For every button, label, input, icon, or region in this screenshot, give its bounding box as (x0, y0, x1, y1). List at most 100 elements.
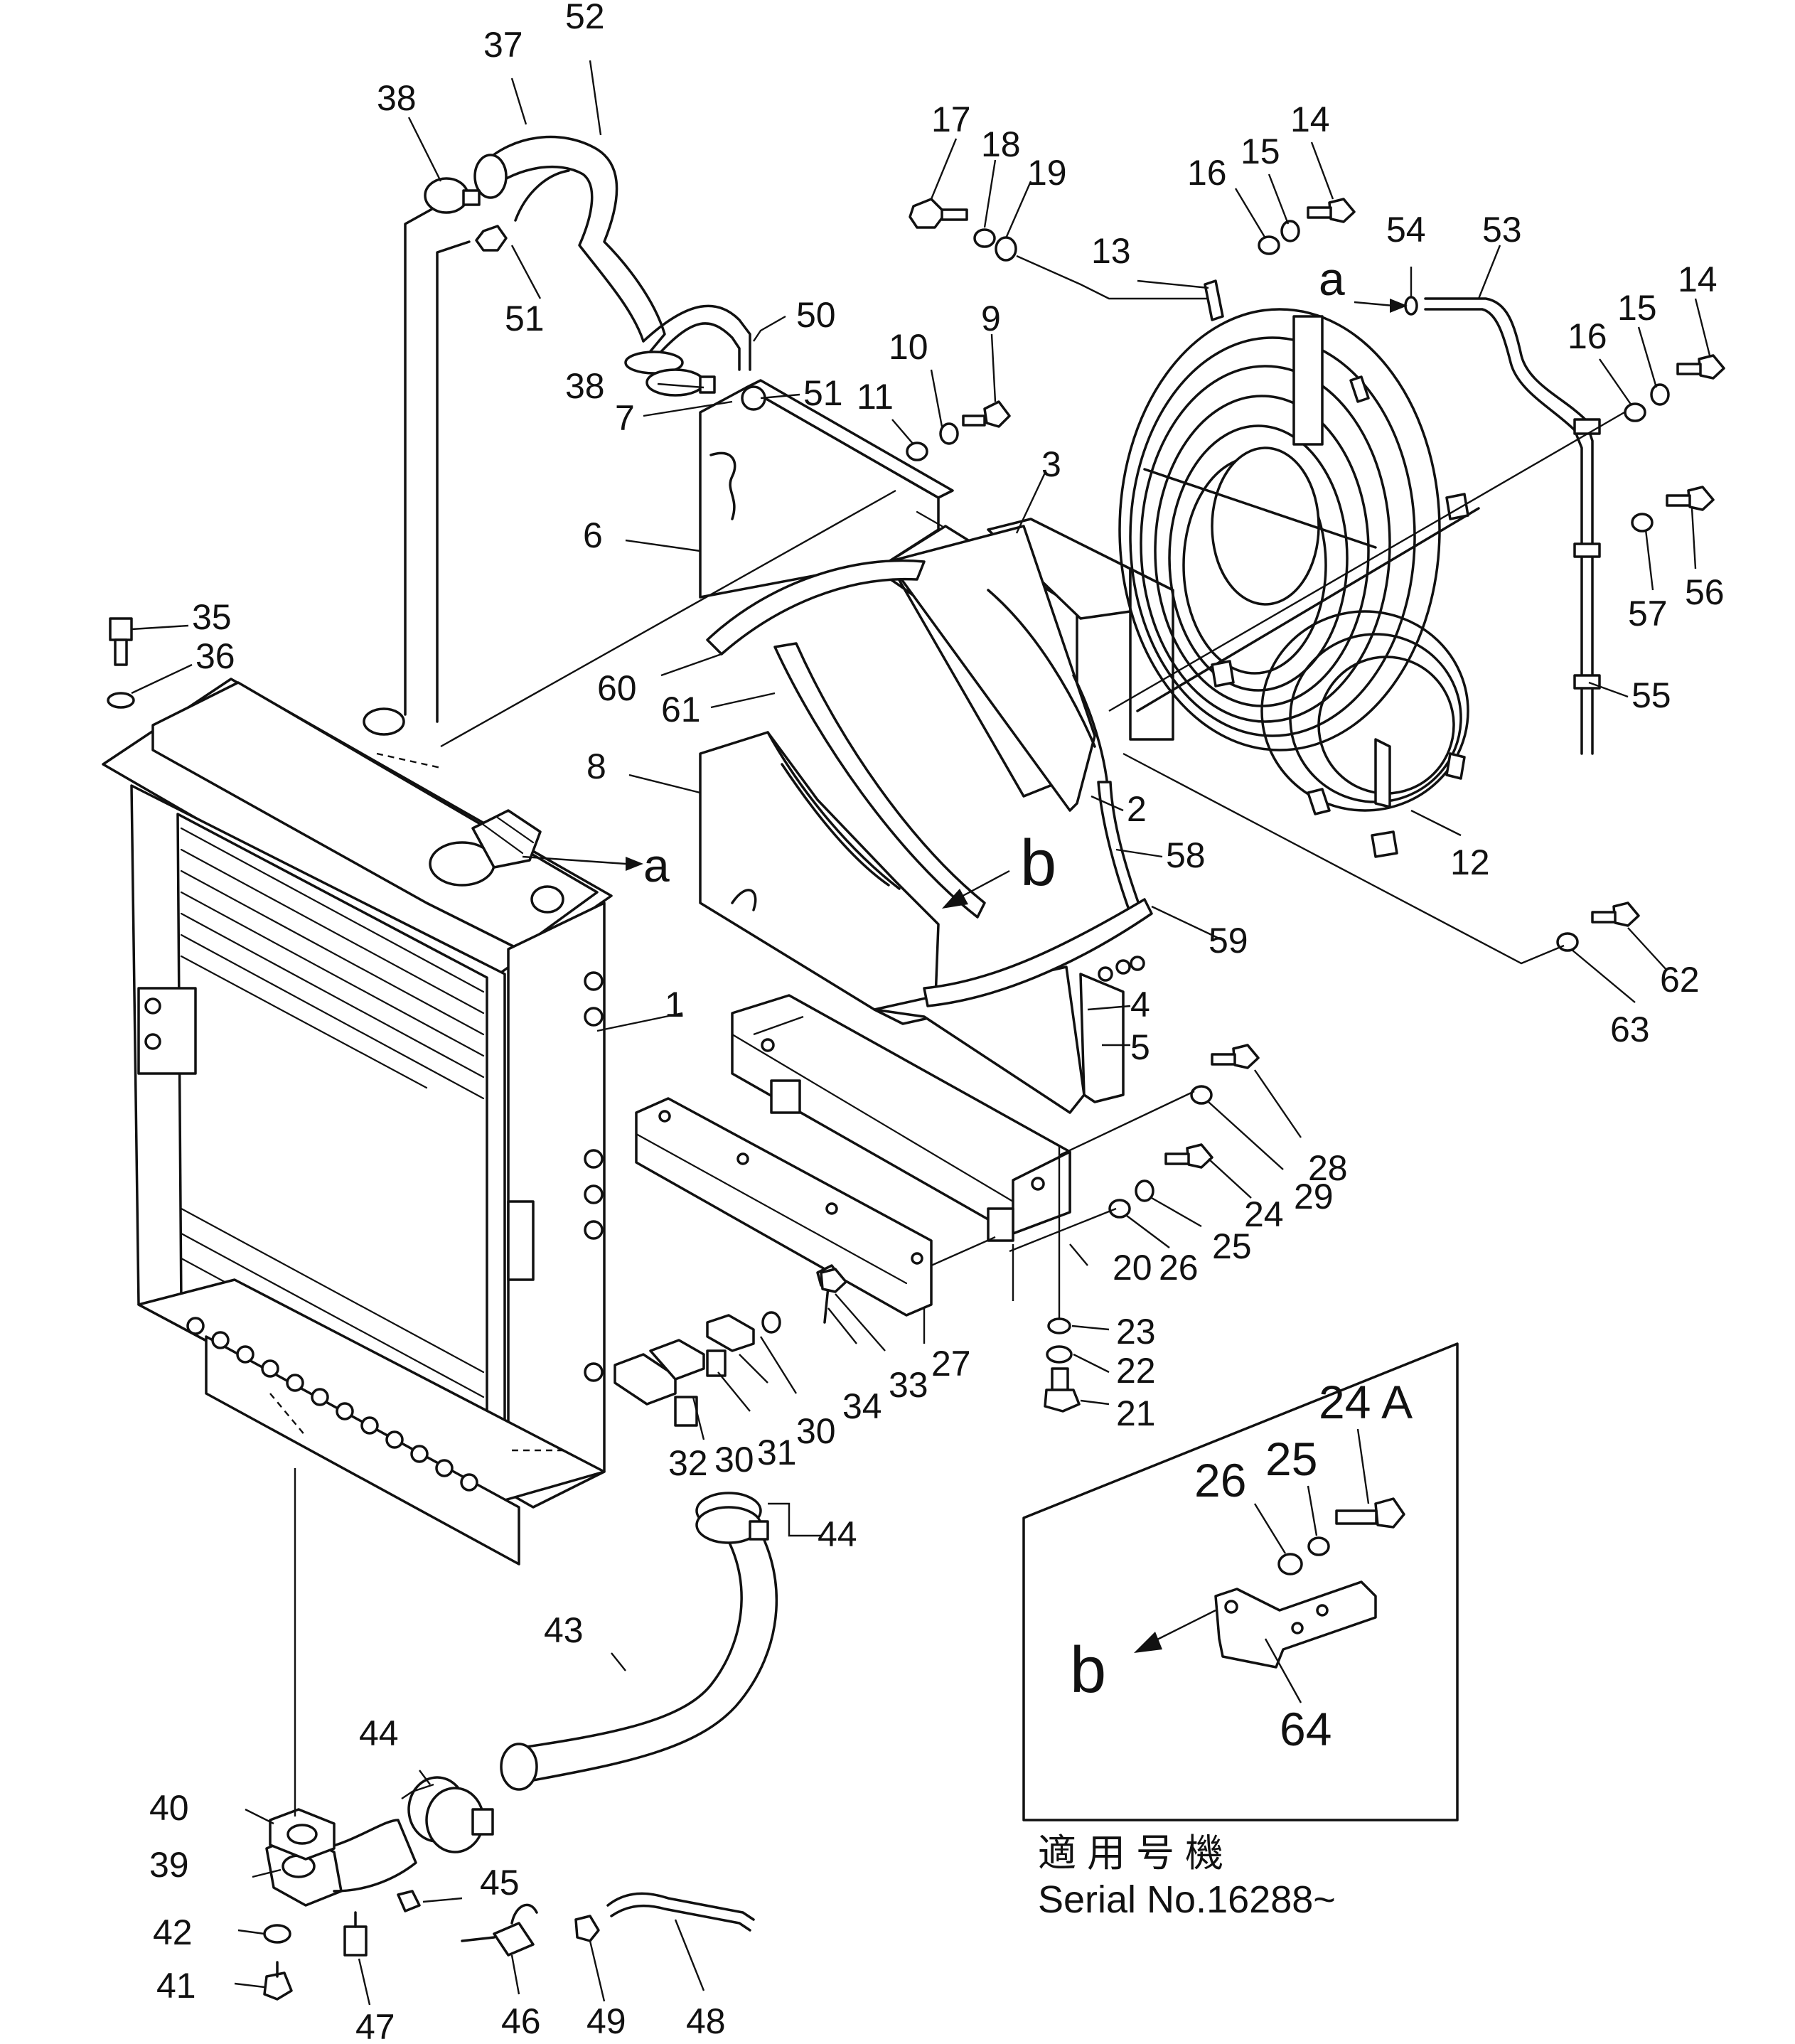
gasket-40 (269, 1808, 336, 1861)
callout-27: 27 (931, 1344, 971, 1384)
callout-4: 4 (1130, 985, 1150, 1024)
valve-47 (343, 1911, 368, 1957)
callout-58: 58 (1166, 835, 1206, 875)
plug-45 (397, 1890, 421, 1912)
callout-33: 33 (889, 1365, 928, 1405)
washer-42 (263, 1924, 291, 1944)
inset-label-24a: 24 A (1319, 1376, 1413, 1428)
callout-44-upper: 44 (818, 1514, 857, 1554)
shroud-lower (699, 731, 1153, 1114)
callout-55: 55 (1631, 675, 1671, 715)
callout-13: 13 (1091, 231, 1131, 271)
reference-arrows (522, 299, 1408, 909)
tube-48 (606, 1892, 755, 1932)
callout-9: 9 (981, 299, 1001, 338)
hose-clamp-38-lower (645, 368, 716, 397)
bottom-tank-bolts (186, 1317, 478, 1492)
ref-a-fan: a (1319, 252, 1345, 305)
callout-52: 52 (565, 0, 605, 36)
callout-30-right: 30 (796, 1411, 836, 1451)
clamp-44-lower (407, 1776, 494, 1853)
callout-48: 48 (686, 2001, 726, 2041)
overflow-pipes (404, 205, 471, 723)
callout-1: 1 (665, 985, 685, 1024)
callout-34: 34 (842, 1386, 882, 1426)
radiator-assembly (102, 678, 613, 1566)
callout-59: 59 (1209, 921, 1248, 961)
ref-b-shroud: b (1020, 827, 1056, 899)
tube-53-55 (1424, 297, 1601, 755)
callout-labels: 1 2 3 4 5 6 7 8 9 10 11 12 13 14 14 15 1… (149, 0, 1725, 2044)
callout-62: 62 (1660, 960, 1700, 1000)
callout-11: 11 (857, 377, 894, 417)
fan-guard (1118, 279, 1480, 858)
nut-51-upper (475, 225, 508, 252)
callout-40: 40 (149, 1788, 189, 1828)
callout-51-lower: 51 (803, 373, 843, 413)
upper-hose (473, 135, 751, 375)
callout-60: 60 (597, 668, 637, 708)
callout-23: 23 (1116, 1312, 1156, 1352)
callout-14-right: 14 (1678, 259, 1718, 299)
bracket-parts-30-34 (613, 1264, 844, 1427)
callout-42: 42 (153, 1912, 193, 1952)
callout-20: 20 (1113, 1248, 1152, 1288)
callout-61: 61 (661, 690, 701, 729)
callout-31: 31 (757, 1433, 797, 1472)
callout-7: 7 (615, 398, 635, 438)
serial-inset-box (1022, 1342, 1459, 1821)
callout-32: 32 (668, 1443, 708, 1483)
callout-10: 10 (889, 327, 928, 367)
callout-16-right: 16 (1568, 316, 1607, 356)
bolt-41 (263, 1961, 293, 2001)
callout-63: 63 (1610, 1010, 1650, 1049)
callout-30-left: 30 (714, 1440, 754, 1480)
inset-label-25: 25 (1265, 1433, 1317, 1485)
cock-46 (461, 1903, 538, 1957)
callout-47: 47 (355, 2007, 395, 2044)
callout-54: 54 (1386, 210, 1426, 250)
cross-member-20 (731, 994, 1071, 1242)
callout-3: 3 (1041, 444, 1061, 484)
callout-53: 53 (1482, 210, 1522, 250)
callout-46: 46 (501, 2001, 541, 2041)
callout-51-upper: 51 (505, 299, 545, 338)
callout-38-lower: 38 (565, 366, 605, 406)
callout-19: 19 (1027, 153, 1067, 193)
callout-41: 41 (156, 1966, 196, 2006)
filler-cap (429, 809, 564, 914)
callout-14-upper: 14 (1290, 100, 1330, 139)
shroud-side (887, 525, 1110, 812)
callout-2: 2 (1127, 789, 1147, 829)
callout-25: 25 (1212, 1226, 1252, 1266)
callout-37: 37 (483, 25, 523, 65)
lower-hose-43 (500, 1492, 778, 1791)
callout-50: 50 (796, 295, 836, 335)
callout-15-upper: 15 (1241, 132, 1280, 171)
applicability-heading: 適 用 号 機 (1038, 1832, 1223, 1875)
ref-a-tank: a (643, 839, 670, 892)
plate-27 (635, 1097, 933, 1317)
hose-clamp-38-upper (424, 177, 481, 214)
callout-44-lower: 44 (359, 1713, 399, 1753)
callout-45: 45 (480, 1863, 520, 1903)
callout-28: 28 (1308, 1148, 1348, 1188)
callout-35: 35 (192, 597, 232, 637)
callout-22: 22 (1116, 1351, 1156, 1391)
callout-18: 18 (981, 124, 1021, 164)
callout-8: 8 (586, 747, 606, 786)
callout-43: 43 (544, 1610, 584, 1650)
inset-label-64: 64 (1280, 1703, 1331, 1755)
callout-39: 39 (149, 1845, 189, 1885)
callout-21: 21 (1116, 1393, 1156, 1433)
callout-56: 56 (1685, 572, 1725, 612)
inset-label-26: 26 (1194, 1454, 1246, 1507)
callout-38-upper: 38 (377, 78, 417, 118)
callout-17: 17 (931, 100, 971, 139)
seal-60-61 (706, 559, 986, 919)
callout-57: 57 (1628, 594, 1668, 633)
callout-24: 24 (1244, 1194, 1284, 1234)
callout-49: 49 (586, 2001, 626, 2041)
nut-49 (574, 1915, 600, 1942)
